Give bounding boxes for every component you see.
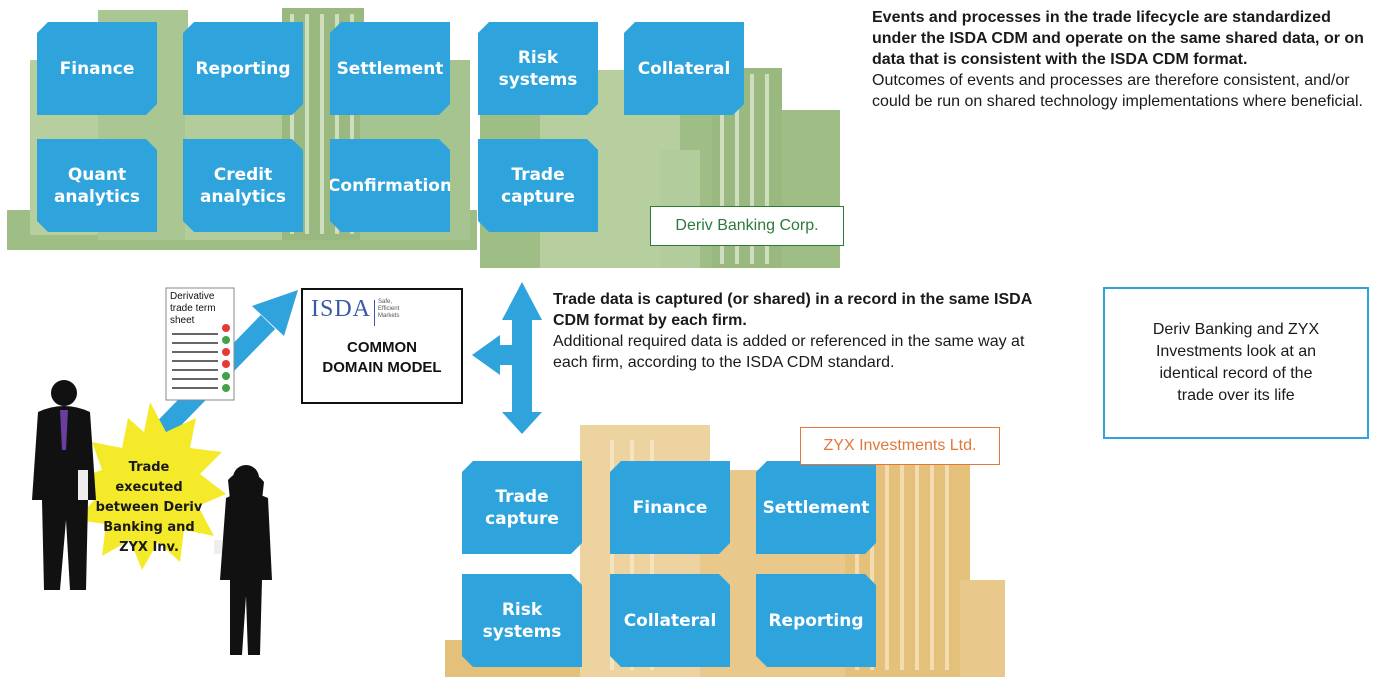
term-sheet-label: Derivative trade term sheet bbox=[170, 291, 216, 326]
isda-logo: ISDA bbox=[311, 296, 372, 322]
capture-text-bold: Trade data is captured (or shared) in a … bbox=[553, 291, 1032, 329]
tile-credit-analytics: Credit analytics bbox=[183, 139, 303, 232]
trade-executed-text: Trade executed between Deriv Banking and… bbox=[95, 460, 203, 555]
shared-record-box: Deriv Banking and ZYX Investments look a… bbox=[1103, 287, 1369, 439]
capture-text: Trade data is captured (or shared) in a … bbox=[553, 289, 1058, 373]
capture-text-normal: Additional required data is added or ref… bbox=[553, 333, 1025, 371]
bank-bottom-label: ZYX Investments Ltd. bbox=[800, 427, 1000, 465]
tile-reporting: Reporting bbox=[183, 22, 303, 115]
tile-quant-analytics: Quant analytics bbox=[37, 139, 157, 232]
lifecycle-text-normal: Outcomes of events and processes are the… bbox=[872, 72, 1363, 110]
businesswoman-icon bbox=[214, 465, 272, 655]
tile-finance: Finance bbox=[37, 22, 157, 115]
document-icon bbox=[165, 287, 235, 401]
shared-record-text: Deriv Banking and ZYX Investments look a… bbox=[1152, 321, 1320, 404]
isda-logo-divider bbox=[374, 300, 375, 326]
tile-confirmation: Confirmation bbox=[330, 139, 450, 232]
tile-risk-systems-b: Risk systems bbox=[462, 574, 582, 667]
lifecycle-text: Events and processes in the trade lifecy… bbox=[872, 7, 1377, 112]
bank-top-label: Deriv Banking Corp. bbox=[650, 206, 844, 246]
tile-trade-capture-b: Trade capture bbox=[462, 461, 582, 554]
tile-settlement: Settlement bbox=[330, 22, 450, 115]
tile-reporting-b: Reporting bbox=[756, 574, 876, 667]
double-arrow-icon bbox=[472, 282, 542, 434]
isda-title: COMMON DOMAIN MODEL bbox=[322, 339, 442, 376]
tile-settlement-b: Settlement bbox=[756, 461, 876, 554]
tile-collateral: Collateral bbox=[624, 22, 744, 115]
starburst-icon bbox=[72, 402, 226, 570]
tile-risk-systems: Risk systems bbox=[478, 22, 598, 115]
isda-tagline: Safe, Efficient Markets bbox=[378, 299, 400, 319]
tile-collateral-b: Collateral bbox=[610, 574, 730, 667]
lifecycle-text-bold: Events and processes in the trade lifecy… bbox=[872, 9, 1364, 68]
tile-trade-capture: Trade capture bbox=[478, 139, 598, 232]
tile-finance-b: Finance bbox=[610, 461, 730, 554]
isda-cdm-box: ISDA Safe, Efficient Markets COMMON DOMA… bbox=[301, 288, 463, 404]
businessman-icon bbox=[32, 380, 96, 590]
